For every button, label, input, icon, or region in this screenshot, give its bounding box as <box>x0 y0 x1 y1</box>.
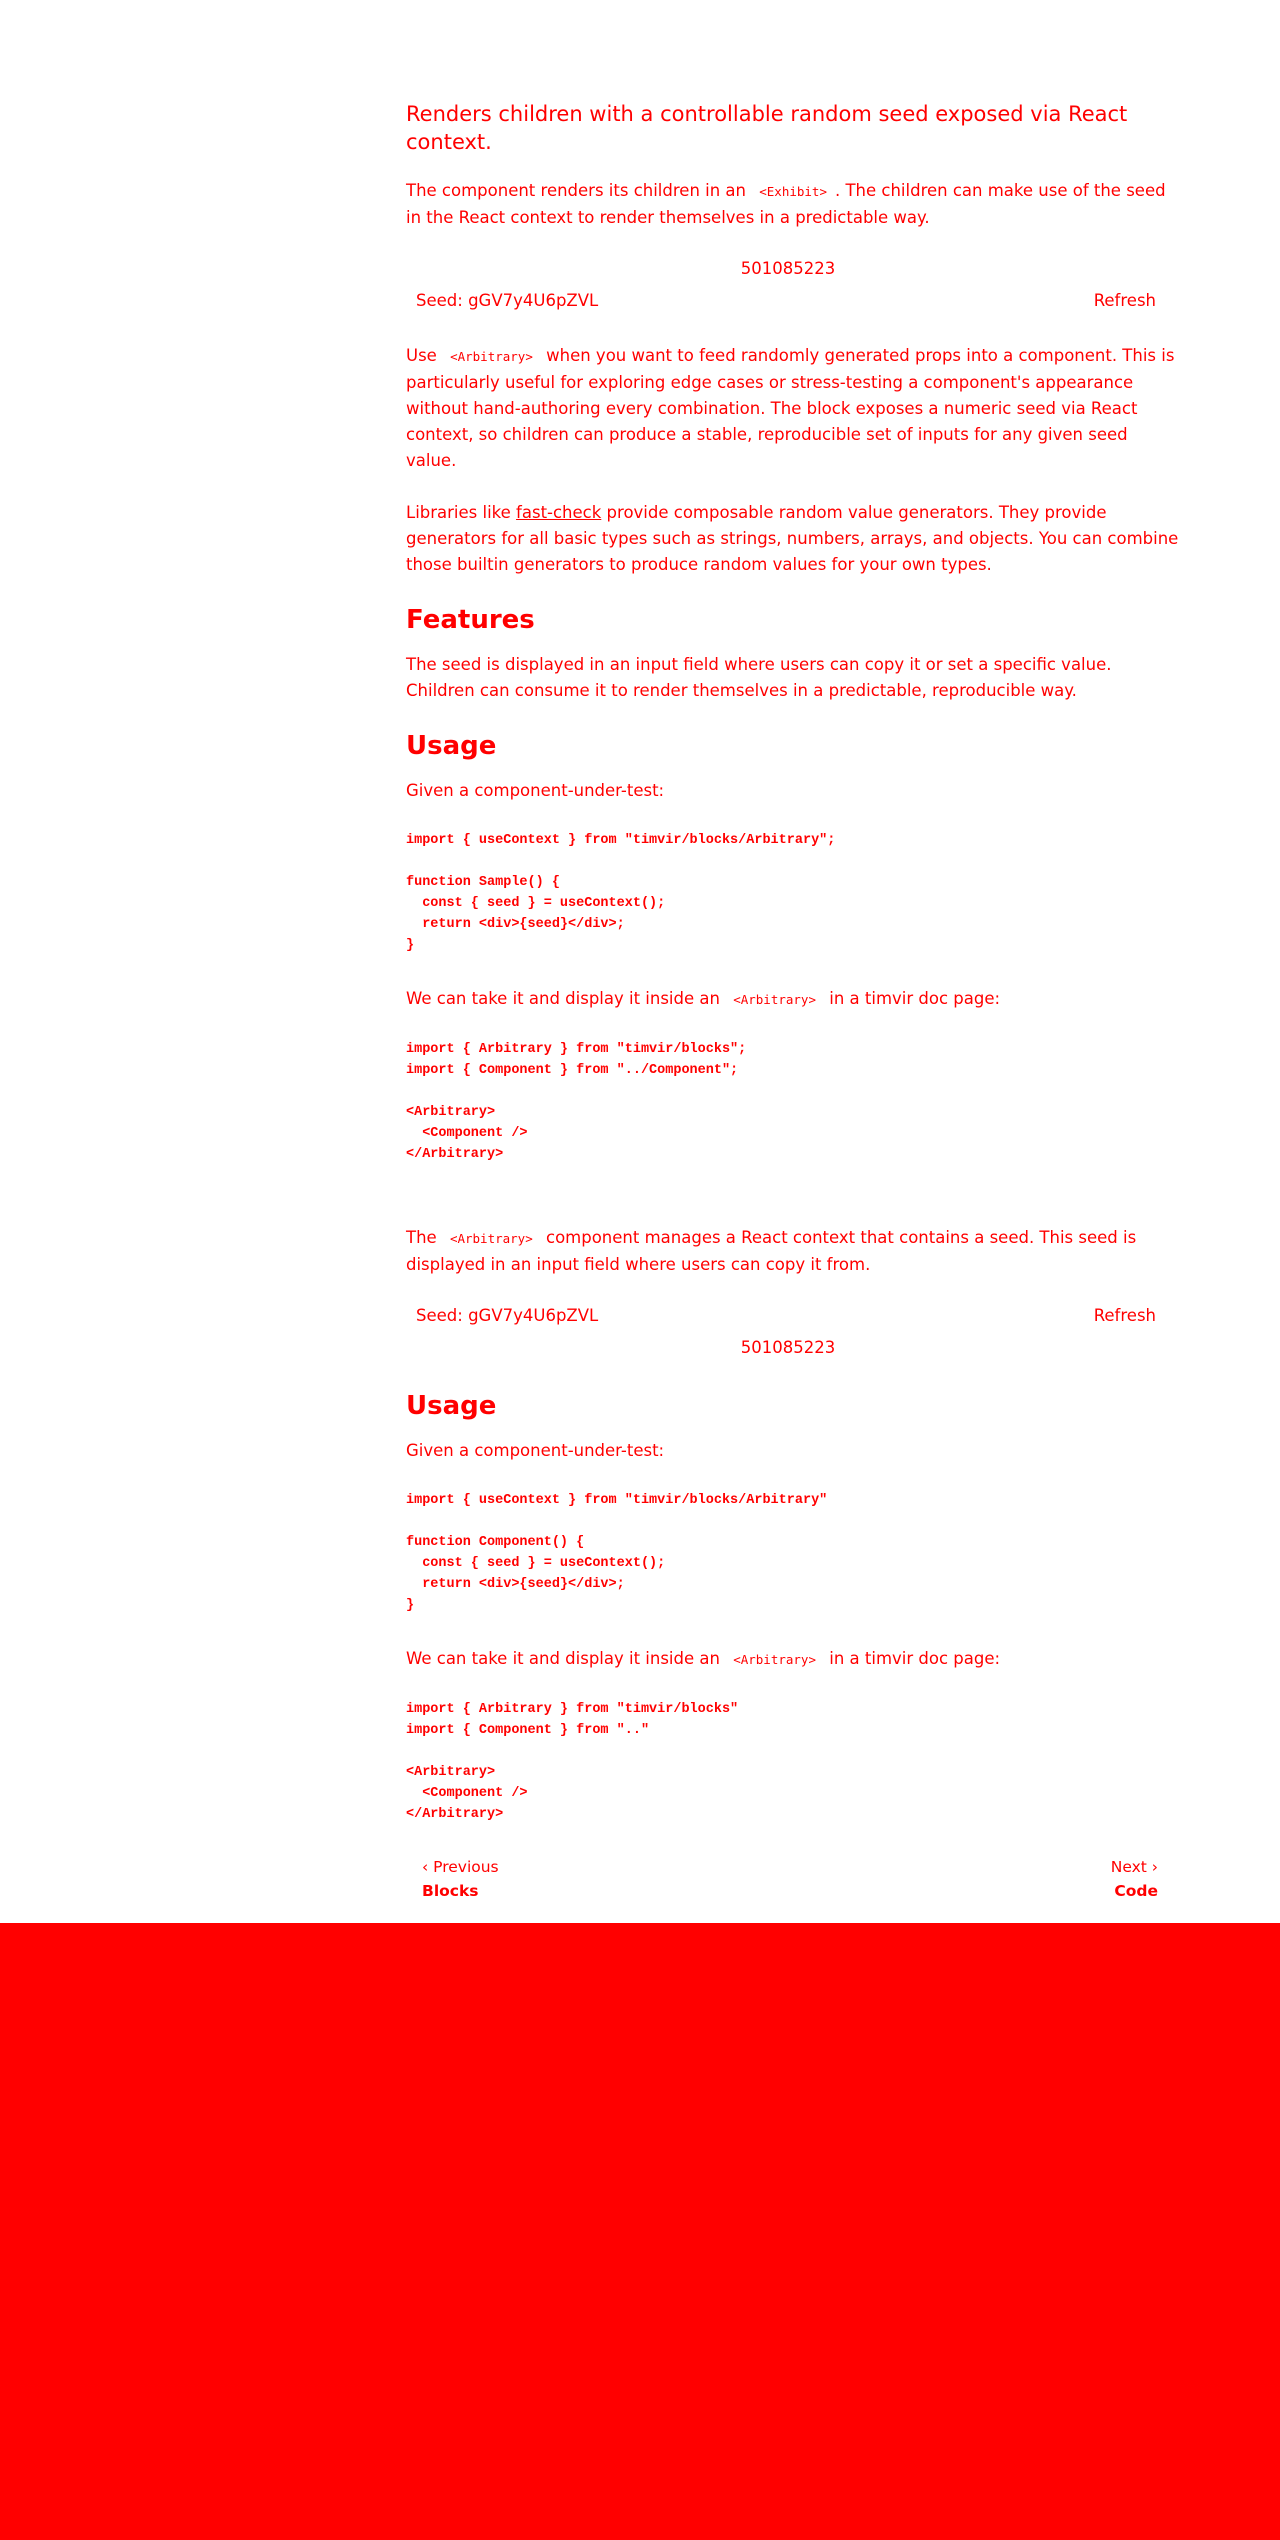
seed-field[interactable]: Seed: gGV7y4U6pZVL <box>416 1304 598 1328</box>
exhibit: Seed: gGV7y4U6pZVL Refresh 501085223 <box>406 1304 1170 1360</box>
text: Use <box>406 346 437 365</box>
use-paragraph: Use <Arbitrary> when you want to feed ra… <box>406 343 1181 474</box>
code-block: import { useContext } from "timvir/block… <box>406 833 836 953</box>
previous-label: ‹ Previous <box>422 1858 499 1876</box>
seed-label: Seed: <box>416 1306 463 1325</box>
next-link[interactable]: Next › Code <box>1111 1855 1158 1903</box>
previous-link[interactable]: ‹ Previous Blocks <box>422 1855 499 1903</box>
seed-value[interactable]: gGV7y4U6pZVL <box>468 1306 599 1325</box>
text: The <box>406 1228 437 1247</box>
refresh-button[interactable]: Refresh <box>1093 291 1156 310</box>
page-layer-b: Renders children with a controllable ran… <box>406 0 1181 1195</box>
code-block: import { Arbitrary } from "timvir/blocks… <box>406 1042 747 1162</box>
code-block: import { Arbitrary } from "timvir/blocks… <box>406 1702 739 1822</box>
usage-heading: Usage <box>406 1391 497 1421</box>
next-label: Next › <box>1110 1858 1158 1876</box>
code-block: import { useContext } from "timvir/block… <box>406 1493 828 1613</box>
exhibit: 501085223 Seed: gGV7y4U6pZVL Refresh <box>406 257 1170 313</box>
inline-code: <Arbitrary> <box>449 1231 533 1246</box>
text: provide composable random value generato… <box>406 503 1179 574</box>
usage-heading: Usage <box>406 731 497 761</box>
intro-paragraph: The component renders its children in an… <box>406 178 1181 231</box>
given-text: Given a component-under-test: <box>406 1441 665 1460</box>
next-title: Code <box>1114 1882 1158 1900</box>
seed-label: Seed: <box>416 291 463 310</box>
intro-paragraph: The <Arbitrary> component manages a Reac… <box>406 1225 1181 1278</box>
text: The component renders its children in an <box>406 181 746 200</box>
pagination: ‹ Previous Blocks Next › Code <box>406 1855 1158 1903</box>
features-text: The seed is displayed in an input field … <box>406 655 1112 700</box>
seed-number: 501085223 <box>740 259 836 278</box>
inline-code: <Arbitrary> <box>733 1652 816 1667</box>
libraries-paragraph: Libraries like fast-check provide compos… <box>406 500 1181 578</box>
text: We can take it and display it inside an <box>406 989 720 1008</box>
text: in a timvir doc page: <box>829 1649 1001 1668</box>
take-paragraph: We can take it and display it inside an … <box>406 1646 1181 1673</box>
text: Libraries like <box>406 503 511 522</box>
text: . The children can make use of the seed … <box>406 181 1166 227</box>
seed-bar: Seed: gGV7y4U6pZVL Refresh <box>406 1304 1166 1328</box>
text: when you want to feed randomly generated… <box>406 346 1175 470</box>
text: We can take it and display it inside an <box>406 1649 720 1668</box>
previous-title: Blocks <box>422 1882 479 1900</box>
text: component manages a React context that c… <box>406 1228 1137 1274</box>
footer-area <box>0 1923 1280 2540</box>
inline-code: <Arbitrary> <box>450 349 533 364</box>
page-subtitle: Renders children with a controllable ran… <box>406 102 1128 154</box>
text: in a timvir doc page: <box>829 989 1001 1008</box>
features-heading: Features <box>406 605 535 635</box>
seed-value[interactable]: gGV7y4U6pZVL <box>468 291 599 310</box>
seed-bar: Seed: gGV7y4U6pZVL Refresh <box>406 289 1166 313</box>
seed-number: 501085223 <box>740 1338 836 1357</box>
inline-code: <Exhibit> <box>759 184 827 199</box>
seed-field[interactable]: Seed: gGV7y4U6pZVL <box>416 289 598 313</box>
inline-code: <Arbitrary> <box>733 992 816 1007</box>
given-text: Given a component-under-test: <box>406 781 665 800</box>
refresh-button[interactable]: Refresh <box>1093 1306 1156 1325</box>
page-layer-a: The <Arbitrary> component manages a Reac… <box>406 1195 1181 1923</box>
take-paragraph: We can take it and display it inside an … <box>406 986 1181 1013</box>
fast-check-link[interactable]: fast-check <box>516 503 602 522</box>
